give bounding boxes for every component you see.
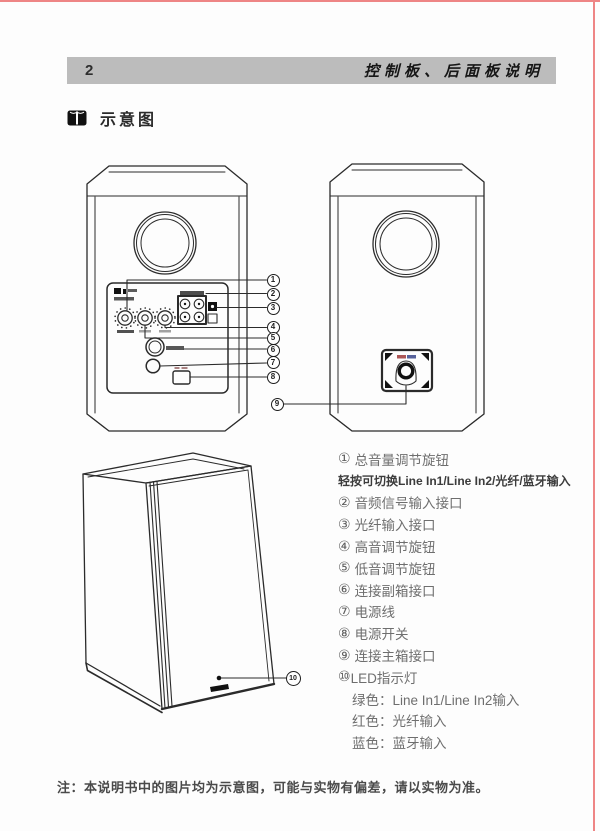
footnote-label: 注： [57, 780, 85, 795]
legend-text: 连接副箱接口 [354, 583, 436, 599]
optical-input-port [207, 302, 218, 324]
book-icon [67, 110, 87, 126]
legend-item-10-red: 红色：光纤输入 [352, 714, 447, 730]
legend-text: 音频信号输入接口 [354, 496, 463, 512]
legend-text: 高音调节旋钮 [354, 540, 436, 556]
page-top-border [0, 0, 600, 2]
power-cord-entry [145, 358, 161, 374]
legend-marker: ② [338, 493, 351, 510]
legend-marker: ⑩ [338, 668, 351, 685]
legend-marker: ④ [338, 537, 351, 554]
main-link-connector-plate [380, 348, 434, 393]
sub-speaker-rear-drawing [329, 163, 485, 432]
legend-marker: ⑦ [338, 602, 351, 619]
callout-5: 5 [266, 331, 280, 345]
legend-marker: ⑧ [338, 624, 351, 641]
legend-item-5: ⑤ 低音调节旋钮 [338, 557, 594, 579]
legend-item-6: ⑥ 连接副箱接口 [338, 579, 594, 601]
page-number: 2 [85, 62, 94, 79]
brand-badge [210, 684, 229, 692]
legend-marker: ③ [338, 515, 351, 532]
callout-7: 7 [266, 356, 280, 369]
page-right-border [593, 0, 595, 831]
callout-3: 3 [266, 301, 280, 315]
legend-item-10: ⑩ LED指示灯 [338, 666, 594, 688]
legend-text: LED指示灯 [350, 670, 418, 686]
speaker-perspective-drawing [82, 452, 276, 714]
volume-knob [114, 307, 136, 333]
legend-item-10-green: 绿色：Line In1/Line In2输入 [352, 692, 520, 708]
legend-marker: ⑤ [338, 559, 351, 576]
section-heading: 示意图 [67, 106, 157, 130]
legend-text: 总音量调节旋钮 [354, 452, 450, 468]
led-indicator-dot [216, 675, 222, 681]
rca-input-jacks [177, 291, 207, 325]
legend-marker: ⑨ [338, 646, 351, 663]
legend-item-10-blue: 蓝色：蓝牙输入 [352, 736, 447, 752]
legend-text: 电源线 [354, 605, 396, 621]
legend-item-3: ③ 光纤输入接口 [338, 513, 594, 535]
legend-item-1-note: 轻按可切换Line In1/Line In2/光纤/蓝牙输入 [338, 474, 571, 489]
legend-text: 光纤输入接口 [354, 518, 436, 534]
footnote-text: 本说明书中的图片均为示意图，可能与实物有偏差，请以实物为准。 [84, 780, 490, 795]
legend-marker: ⑥ [338, 581, 351, 598]
footnote: 注：本说明书中的图片均为示意图，可能与实物有偏差，请以实物为准。 [57, 777, 489, 796]
header-title: 控制板、后面板说明 [363, 64, 544, 80]
legend-item-4: ④ 高音调节旋钮 [338, 535, 594, 557]
legend-item-8: ⑧ 电源开关 [338, 622, 594, 644]
legend-text: 连接主箱接口 [354, 649, 436, 665]
main-speaker-rear-drawing [86, 165, 248, 432]
legend-marker: ① [338, 450, 351, 467]
legend-item-7: ⑦ 电源线 [338, 601, 594, 623]
legend-text: 低音调节旋钮 [354, 561, 436, 577]
callout-1: 1 [266, 273, 280, 287]
legend-item-9: ⑨ 连接主箱接口 [338, 644, 594, 666]
callout-2: 2 [266, 287, 280, 301]
callout-9: 9 [270, 397, 284, 411]
sub-connector-port [145, 337, 184, 357]
control-panel-drawing [106, 282, 229, 394]
legend-text: 电源开关 [354, 627, 409, 643]
legend-item-1: ① 总音量调节旋钮 [338, 448, 594, 470]
section-title: 示意图 [100, 112, 158, 129]
callout-10: 10 [285, 670, 301, 686]
legend-item-2: ② 音频信号输入接口 [338, 492, 594, 514]
callout-8: 8 [266, 370, 280, 384]
power-switch-drawing [172, 367, 191, 385]
legend: ① 总音量调节旋钮 轻按可切换Line In1/Line In2/光纤/蓝牙输入… [338, 448, 594, 753]
page-header-bar: 2 控制板、后面板说明 [67, 57, 556, 84]
callout-lines [126, 279, 407, 679]
callout-6: 6 [266, 343, 280, 357]
bass-knob [154, 307, 176, 333]
